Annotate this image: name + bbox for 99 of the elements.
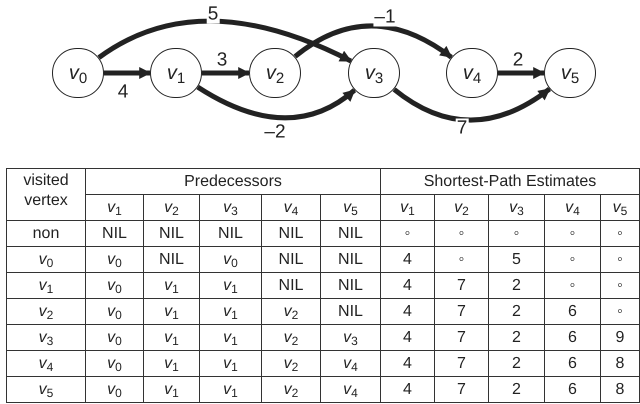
table-cell: v$_{1}$: [164, 380, 179, 398]
table-cell: NIL: [278, 276, 304, 294]
table-cell: v$_{0}$: [107, 302, 122, 320]
column-header: v$_{3}$: [509, 198, 524, 216]
table-cell: v$_{0}$: [107, 328, 122, 346]
table-cell: 7: [457, 328, 466, 346]
table-cell: NIL: [338, 276, 363, 294]
table-cell: v$_{0}$: [38, 250, 54, 268]
table-cell: 4: [403, 354, 412, 372]
column-header: v$_{3}$: [223, 198, 238, 216]
table-cell: v$_{4}$: [343, 354, 358, 372]
table-cell: v$_{0}$: [223, 250, 238, 268]
table-cell: v$_{1}$: [164, 276, 179, 294]
table-cell: 2: [512, 302, 521, 320]
table-cell: v$_{4}$: [38, 354, 54, 372]
table-cell: v$_{0}$: [107, 250, 122, 268]
table-cell: v$_{0}$: [107, 380, 122, 398]
table-cell: v$_{1}$: [223, 380, 238, 398]
table-cell: 2: [512, 380, 521, 398]
table-cell: 6: [568, 302, 577, 320]
table-cell: 2: [512, 354, 521, 372]
arrow: [196, 85, 356, 120]
table-cell: 2: [512, 328, 521, 346]
table-cell: NIL: [338, 224, 363, 242]
edge-label: –1: [373, 8, 397, 26]
arrow: [104, 67, 152, 79]
column-header: visited vertex: [22, 171, 70, 211]
table-cell: ◦: [617, 302, 623, 320]
table-cell: 8: [616, 380, 624, 398]
table-cell: 7: [457, 380, 466, 398]
table-cell: ◦: [404, 224, 410, 242]
table-cell: NIL: [278, 224, 304, 242]
table-cell: v$_{5}$: [38, 380, 54, 398]
table-cell: non: [32, 224, 60, 242]
table-cell: 4: [403, 276, 412, 294]
table-cell: v$_{2}$: [284, 380, 298, 398]
table-cell: NIL: [102, 224, 127, 242]
table-cell: NIL: [159, 250, 184, 268]
table-cell: ◦: [570, 276, 576, 294]
table-cell: v$_{3}$: [38, 328, 54, 346]
table-cell: ◦: [458, 224, 464, 242]
table-cell: ◦: [617, 276, 623, 294]
table-cell: v$_{1}$: [164, 328, 179, 346]
arrow: [98, 18, 352, 64]
column-header: v$_{4}$: [565, 198, 580, 216]
column-header: v$_{2}$: [164, 198, 179, 216]
table-cell: 6: [568, 380, 577, 398]
table-cell: v$_{2}$: [284, 302, 298, 320]
table-cell: 7: [457, 302, 466, 320]
column-header: v$_{1}$: [400, 198, 415, 216]
table-cell: v$_{1}$: [164, 302, 179, 320]
arrow: [294, 23, 453, 60]
table-cell: v$_{1}$: [223, 354, 238, 372]
table-cell: 9: [616, 328, 624, 346]
table-cell: v$_{2}$: [284, 328, 298, 346]
table-cell: 4: [403, 328, 412, 346]
table-cell: ◦: [458, 250, 464, 268]
column-header: Predecessors: [184, 172, 282, 190]
table-cell: 7: [457, 354, 466, 372]
table-cell: 7: [457, 276, 466, 294]
table-cell: 6: [568, 328, 577, 346]
table-cell: v$_{1}$: [223, 276, 238, 294]
column-header: Shortest-Path Estimates: [424, 172, 596, 190]
column-header: v$_{5}$: [343, 198, 358, 216]
table-cell: 6: [568, 354, 577, 372]
table-cell: v$_{0}$: [107, 276, 122, 294]
table-cell: 4: [403, 250, 412, 268]
table-cell: 8: [616, 354, 624, 372]
column-header: v$_{2}$: [454, 198, 469, 216]
table-cell: ◦: [514, 224, 520, 242]
table-cell: v$_{4}$: [343, 380, 358, 398]
table-cell: v$_{1}$: [223, 302, 238, 320]
arrow: [202, 67, 250, 79]
table-cell: v$_{3}$: [343, 328, 358, 346]
column-header: v$_{5}$: [612, 198, 628, 216]
arrow: [392, 86, 551, 123]
table-cell: v$_{1}$: [38, 276, 54, 294]
arrow: [498, 67, 546, 79]
table-cell: NIL: [338, 250, 363, 268]
table-cell: NIL: [159, 224, 184, 242]
table-cell: v$_{2}$: [284, 354, 298, 372]
table-cell: ◦: [617, 224, 623, 242]
column-header: v$_{1}$: [107, 198, 122, 216]
table-cell: 2: [512, 276, 521, 294]
table-cell: NIL: [278, 250, 304, 268]
table-cell: 4: [403, 380, 412, 398]
table-cell: NIL: [338, 302, 363, 320]
table-cell: ◦: [570, 250, 576, 268]
edge-label: 5: [206, 4, 220, 24]
table-cell: 4: [403, 302, 412, 320]
table-cell: v$_{1}$: [223, 328, 238, 346]
table-cell: ◦: [570, 224, 576, 242]
table-cell: v$_{2}$: [38, 302, 54, 320]
table-cell: 5: [512, 250, 521, 268]
table-cell: ◦: [617, 250, 623, 268]
table-cell: v$_{1}$: [164, 354, 179, 372]
column-header: v$_{4}$: [284, 198, 298, 216]
table-cell: NIL: [218, 224, 243, 242]
table-cell: v$_{0}$: [107, 354, 122, 372]
